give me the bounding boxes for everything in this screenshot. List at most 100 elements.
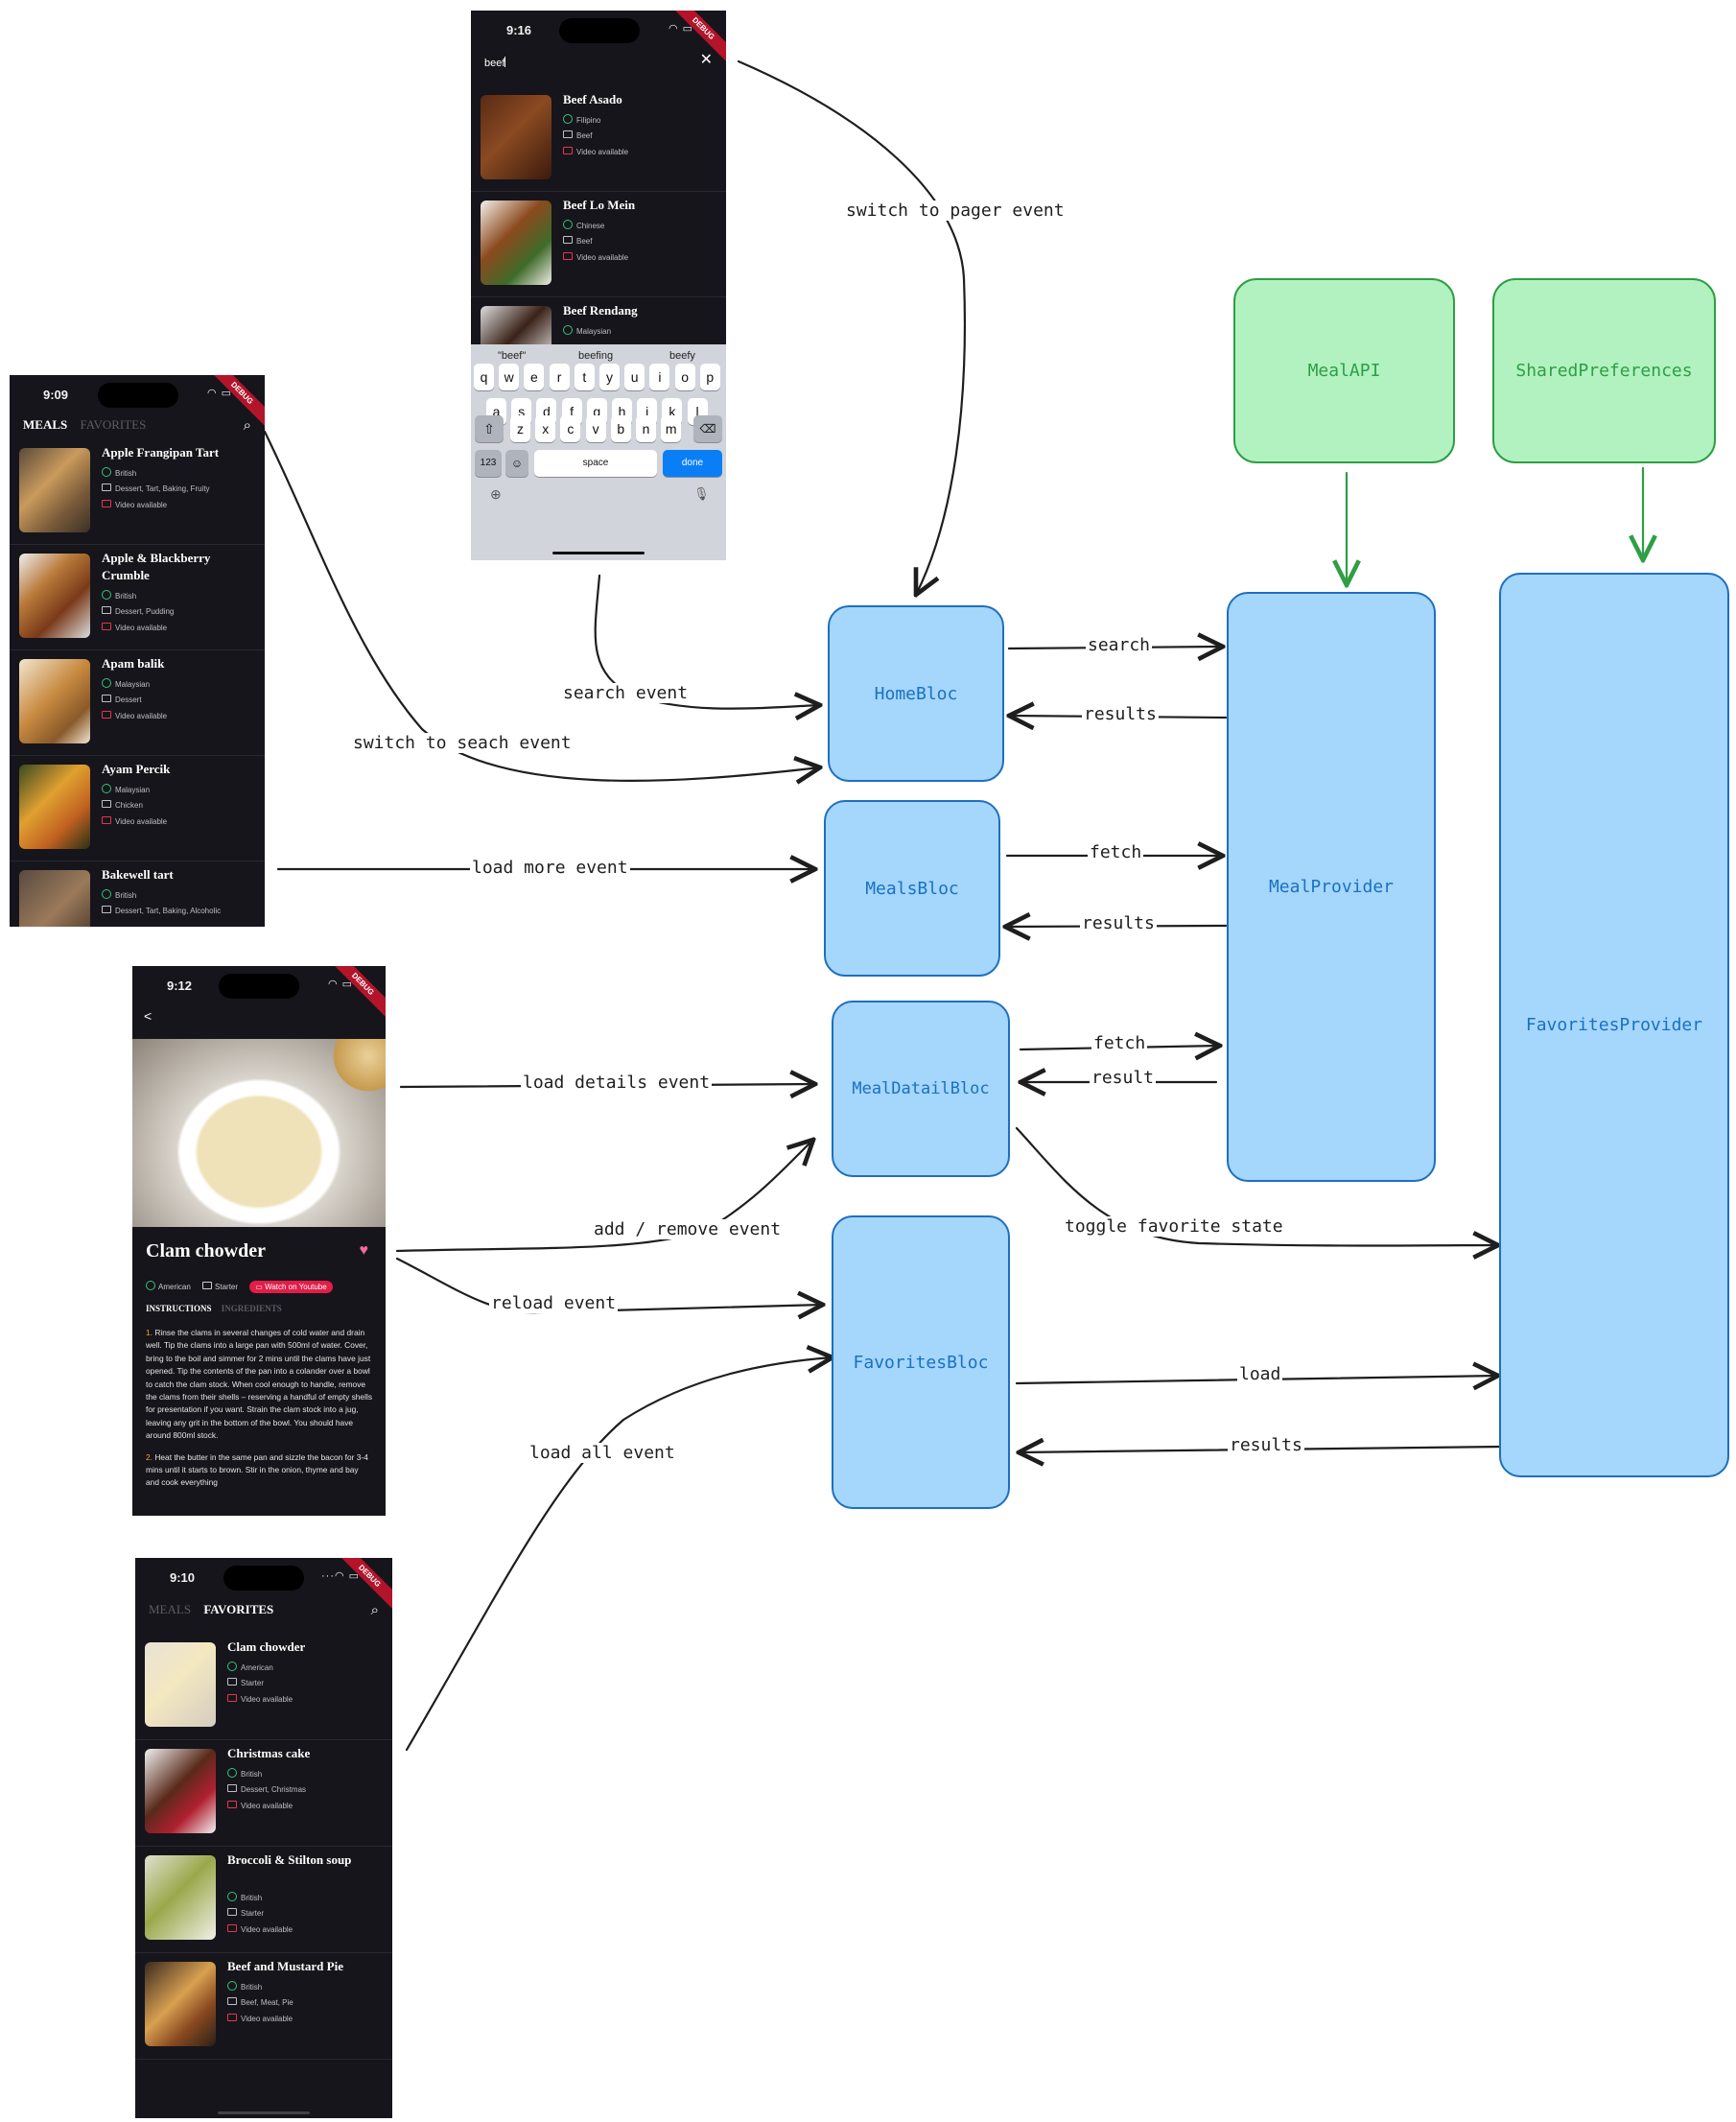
- meal-tags: Dessert, Pudding: [102, 606, 174, 616]
- key[interactable]: n: [636, 415, 656, 442]
- key[interactable]: e: [524, 364, 545, 390]
- meal-area: British: [227, 1892, 262, 1902]
- globe-icon: [227, 1662, 237, 1671]
- label-load-all: load all event: [528, 1443, 677, 1463]
- tab-bar: MEALS FAVORITES ⌕: [23, 417, 251, 440]
- key[interactable]: b: [610, 415, 631, 442]
- search-screen: DEBUG 9:16 ◠ ▭ beef ✕ Beef Asado Filipin…: [471, 11, 726, 560]
- backspace-key[interactable]: ⌫: [693, 415, 722, 442]
- meal-title: Broccoli & Stilton soup: [227, 1852, 352, 1867]
- key[interactable]: u: [624, 364, 645, 390]
- label-search-event: search event: [561, 683, 691, 703]
- globe-icon[interactable]: ⊕: [490, 486, 502, 502]
- tag-icon: [227, 1784, 237, 1792]
- meal-tags: Dessert, Tart, Baking, Alcoholic: [102, 906, 221, 915]
- suggestion[interactable]: "beef": [498, 350, 527, 362]
- tab-favorites[interactable]: FAVORITES: [203, 1602, 274, 1616]
- list-item[interactable]: Beef Asado Filipino Beef Video available: [471, 85, 726, 192]
- emoji-icon[interactable]: ☺: [505, 450, 528, 477]
- suggestion[interactable]: beefing: [578, 350, 614, 362]
- node-meal-detail-bloc: MealDatailBloc: [832, 1001, 1010, 1177]
- key[interactable]: q: [474, 364, 494, 390]
- meal-title: Clam chowder: [146, 1240, 266, 1261]
- back-icon[interactable]: <: [144, 1008, 152, 1024]
- tab-meals[interactable]: MEALS: [149, 1602, 192, 1616]
- tab-instructions[interactable]: INSTRUCTIONS: [146, 1304, 212, 1313]
- close-icon[interactable]: ✕: [699, 52, 713, 68]
- key[interactable]: t: [574, 364, 595, 390]
- search-icon[interactable]: ⌕: [243, 418, 251, 434]
- space-key[interactable]: space: [534, 450, 657, 477]
- notch: [219, 974, 299, 999]
- tag-icon: [563, 236, 573, 244]
- node-meal-api: MealAPI: [1233, 278, 1455, 463]
- globe-icon: [102, 889, 111, 899]
- key[interactable]: y: [599, 364, 620, 390]
- meal-thumbnail: [19, 448, 90, 532]
- globe-icon: [227, 1981, 237, 1991]
- shift-key[interactable]: ⇧: [475, 415, 504, 442]
- key[interactable]: m: [661, 415, 682, 442]
- meal-video: Video available: [227, 1694, 293, 1704]
- video-icon: [227, 1801, 237, 1808]
- globe-icon: [563, 220, 573, 229]
- favorite-heart-icon[interactable]: ♥: [359, 1242, 369, 1259]
- tab-ingredients[interactable]: INGREDIENTS: [221, 1304, 282, 1313]
- key[interactable]: c: [560, 415, 581, 442]
- done-key[interactable]: done: [663, 450, 722, 477]
- microphone-icon[interactable]: 🎙: [693, 486, 710, 501]
- numbers-key[interactable]: 123: [475, 450, 502, 477]
- suggestion[interactable]: beefy: [669, 350, 695, 362]
- key[interactable]: o: [674, 364, 695, 390]
- edge-switch-to-pager: [737, 59, 967, 595]
- meal-title: Beef Rendang: [563, 303, 638, 318]
- tag-icon: [102, 606, 111, 614]
- node-home-bloc: HomeBloc: [828, 605, 1004, 782]
- video-icon: [102, 623, 111, 630]
- node-shared-preferences: SharedPreferences: [1492, 278, 1716, 463]
- home-indicator: [218, 2111, 310, 2114]
- key[interactable]: w: [499, 364, 520, 390]
- key[interactable]: r: [549, 364, 570, 390]
- search-icon[interactable]: ⌕: [370, 1603, 379, 1618]
- search-input[interactable]: beef: [484, 58, 505, 69]
- key[interactable]: i: [649, 364, 670, 390]
- node-favorites-bloc: FavoritesBloc: [832, 1215, 1010, 1509]
- meal-image: [132, 1039, 386, 1227]
- meal-area: Filipino: [563, 114, 600, 125]
- meal-area: British: [102, 590, 136, 601]
- globe-icon: [227, 1768, 237, 1778]
- meal-thumbnail: [481, 200, 551, 285]
- list-item[interactable]: Beef Lo Mein Chinese Beef Video availabl…: [471, 191, 726, 297]
- search-bar[interactable]: beef ✕: [484, 52, 713, 75]
- key[interactable]: p: [699, 364, 720, 390]
- meal-thumbnail: [19, 870, 90, 927]
- globe-icon: [102, 784, 111, 793]
- tag-icon: [202, 1282, 213, 1289]
- meal-area: American: [227, 1662, 273, 1672]
- tab-favorites[interactable]: FAVORITES: [80, 417, 147, 432]
- tab-meals[interactable]: MEALS: [23, 417, 68, 432]
- meal-area: Malaysian: [102, 678, 150, 689]
- watch-youtube-button[interactable]: ▭ Watch on Youtube: [249, 1281, 333, 1293]
- video-icon: [227, 1694, 237, 1702]
- meal-video: Video available: [227, 1801, 293, 1810]
- key[interactable]: v: [585, 415, 606, 442]
- meal-video: Video available: [563, 147, 628, 156]
- globe-icon: [102, 678, 111, 688]
- meal-title: Christmas cake: [227, 1746, 311, 1760]
- key[interactable]: x: [535, 415, 556, 442]
- key[interactable]: z: [510, 415, 530, 442]
- tag-icon: [102, 906, 111, 913]
- label-toggle-favorite: toggle favorite state: [1063, 1216, 1285, 1237]
- meal-area: British: [227, 1768, 262, 1779]
